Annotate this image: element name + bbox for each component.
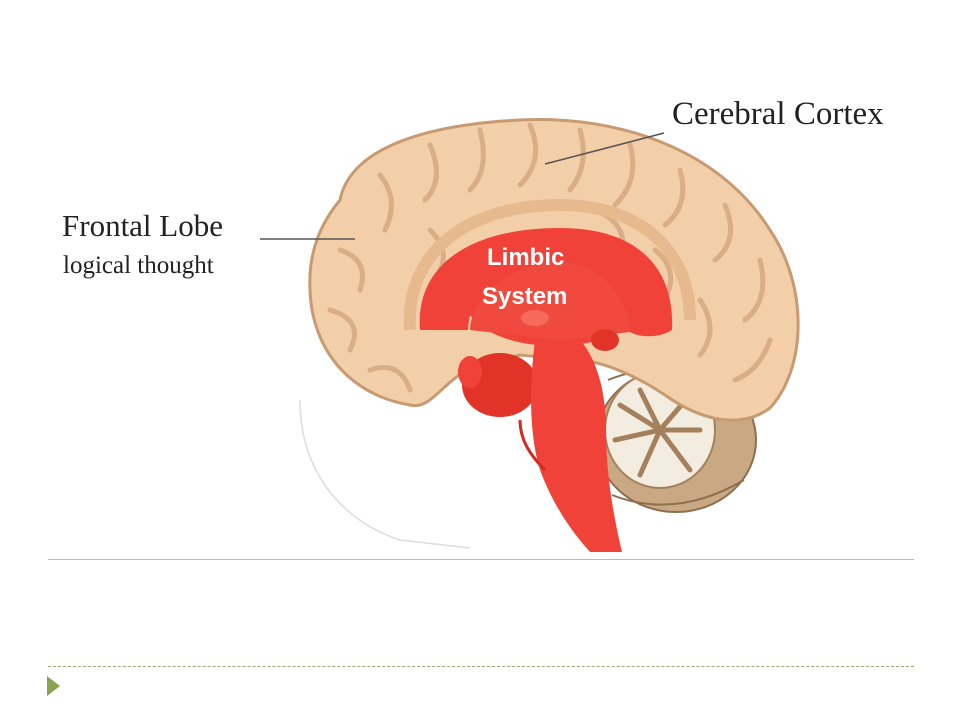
footer-dashed-line (48, 666, 914, 667)
slide-divider (48, 559, 914, 560)
triangle-right-icon[interactable] (47, 676, 60, 696)
frontal-lobe-label: Frontal Lobe (62, 208, 223, 243)
limbic-label-line1: Limbic (487, 244, 565, 271)
cerebral-cortex-label: Cerebral Cortex (672, 96, 884, 132)
sketch-outline (299, 399, 471, 549)
cortex-leader-line (544, 132, 665, 165)
limbic-label-line2: System (482, 283, 568, 310)
frontal-lobe-sublabel: logical thought (63, 252, 214, 279)
limbic-system (419, 228, 673, 552)
